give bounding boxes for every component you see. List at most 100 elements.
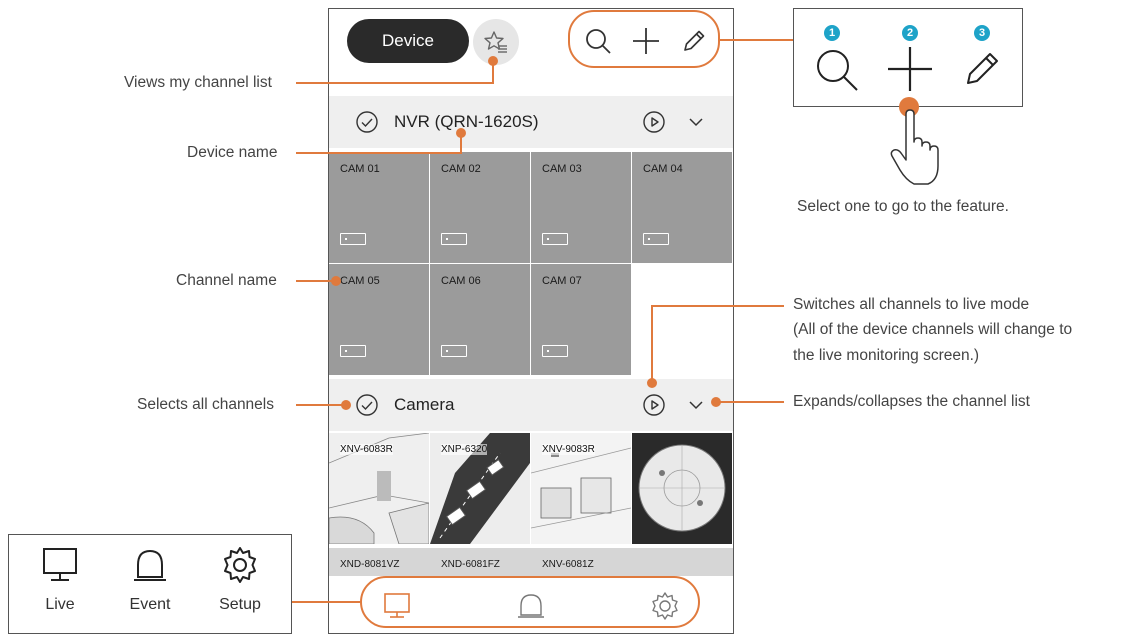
channel-name: CAM 04 (643, 163, 683, 175)
camera-thumbnail[interactable]: XNV-9083R (531, 433, 631, 544)
my-channel-list-button[interactable] (473, 19, 519, 65)
select-all-check-icon[interactable] (355, 110, 379, 134)
callout-line (716, 401, 784, 403)
tabbar-highlight (360, 576, 700, 628)
setup-label: Setup (219, 596, 261, 613)
event-label: Event (129, 596, 171, 613)
annotation-switches-live-line2: (All of the device channels will change … (793, 321, 1073, 338)
tab-detail-box: Live Event Setup (8, 534, 292, 634)
feature-number-badge: 3 (974, 25, 990, 41)
monitor-icon (43, 548, 77, 581)
callout-dot (341, 400, 351, 410)
bottom-tab-bar (329, 576, 733, 633)
channel-name: CAM 07 (542, 275, 582, 287)
callout-line (460, 134, 462, 154)
camera-group-row[interactable]: Camera (329, 379, 733, 431)
annotation-views-channel-list: Views my channel list (124, 74, 272, 91)
callout-line (492, 62, 494, 84)
channel-name[interactable]: XND-8081VZ (340, 559, 400, 570)
feature-number-badge: 1 (824, 25, 840, 41)
callout-dot (456, 128, 466, 138)
channel-tile[interactable]: CAM 03 (531, 152, 631, 263)
channel-name: CAM 03 (542, 163, 582, 175)
channel-name[interactable]: XND-6081FZ (441, 559, 500, 570)
device-group-row[interactable]: NVR (QRN-1620S) (329, 96, 733, 148)
channel-tile[interactable]: CAM 07 (531, 264, 631, 375)
favorite-list-icon (484, 31, 507, 53)
callout-line (296, 280, 336, 282)
group-name: Camera (394, 395, 455, 414)
plus-icon (888, 47, 932, 91)
camera-badge-icon (340, 233, 366, 245)
gear-icon (224, 547, 256, 583)
tab-event[interactable] (515, 590, 547, 622)
channel-tile[interactable]: CAM 05 (329, 264, 429, 375)
plus-icon (633, 28, 659, 54)
annotation-expands-collapses: Expands/collapses the channel list (793, 393, 1030, 410)
chevron-down-icon[interactable] (686, 112, 706, 132)
channel-name: XNV-6083R (340, 444, 393, 455)
annotation-selects-all: Selects all channels (137, 396, 274, 413)
channel-tile[interactable]: CAM 06 (430, 264, 530, 375)
camera-channel-row-next: XND-8081VZ XND-6081FZ XNV-6081Z (329, 548, 733, 578)
channel-tile[interactable]: CAM 02 (430, 152, 530, 263)
channel-name: CAM 02 (441, 163, 481, 175)
channel-name: XNV-9083R (542, 444, 595, 455)
camera-thumbnail[interactable]: XNP-6320 (430, 433, 530, 544)
camera-badge-icon (441, 233, 467, 245)
callout-line (296, 82, 494, 84)
callout-dot (331, 276, 341, 286)
camera-badge-icon (441, 345, 467, 357)
chevron-down-icon[interactable] (686, 395, 706, 415)
callout-line (720, 39, 793, 41)
search-icon (586, 29, 611, 54)
camera-badge-icon (643, 233, 669, 245)
channel-name: CAM 05 (340, 275, 380, 287)
annotation-device-name: Device name (187, 144, 278, 161)
play-icon[interactable] (642, 110, 666, 134)
channel-name[interactable]: XNV-6081Z (542, 559, 594, 570)
setup-detail: Setup (205, 545, 275, 614)
channel-name: CAM 06 (441, 275, 481, 287)
channel-name: CAM 01 (340, 163, 380, 175)
app-header: Device (329, 9, 733, 92)
event-detail: Event (115, 545, 185, 614)
callout-line (652, 305, 784, 307)
annotation-switches-live-line3: the live monitoring screen.) (793, 347, 980, 364)
annotation-channel-name: Channel name (176, 272, 277, 289)
callout-dot (711, 397, 721, 407)
camera-thumbnail[interactable] (632, 433, 732, 544)
feature-detail-box: 1 2 3 (793, 8, 1023, 107)
play-icon[interactable] (642, 393, 666, 417)
callout-line (651, 305, 653, 383)
device-tab-button[interactable]: Device (347, 19, 469, 63)
header-icons-highlight (568, 10, 720, 68)
live-label: Live (45, 596, 75, 613)
channel-tile[interactable]: CAM 01 (329, 152, 429, 263)
annotation-select-feature: Select one to go to the feature. (797, 198, 1009, 215)
bell-icon (518, 594, 544, 618)
search-icon (817, 50, 858, 91)
callout-line (296, 152, 462, 154)
callout-line (292, 601, 360, 603)
bell-icon (134, 549, 166, 581)
camera-thumbnail[interactable]: XNV-6083R (329, 433, 429, 544)
feature-number-badge: 2 (902, 25, 918, 41)
select-all-check-icon[interactable] (355, 393, 379, 417)
device-name: NVR (QRN-1620S) (394, 112, 539, 131)
add-button[interactable] (631, 26, 661, 56)
pencil-icon (967, 53, 998, 84)
callout-line (296, 404, 346, 406)
channel-name: XNP-6320 (441, 444, 488, 455)
camera-badge-icon (542, 233, 568, 245)
callout-dot (647, 378, 657, 388)
channel-tile[interactable]: CAM 04 (632, 152, 732, 263)
annotation-switches-live-line1: Switches all channels to live mode (793, 296, 1030, 313)
camera-badge-icon (340, 345, 366, 357)
search-button[interactable] (583, 26, 613, 56)
hand-pointer-icon (890, 109, 939, 185)
camera-badge-icon (542, 345, 568, 357)
fisheye-scene-image (632, 433, 732, 544)
callout-dot (488, 56, 498, 66)
phone-screen: Device NVR (QRN-1620S) (328, 8, 734, 634)
